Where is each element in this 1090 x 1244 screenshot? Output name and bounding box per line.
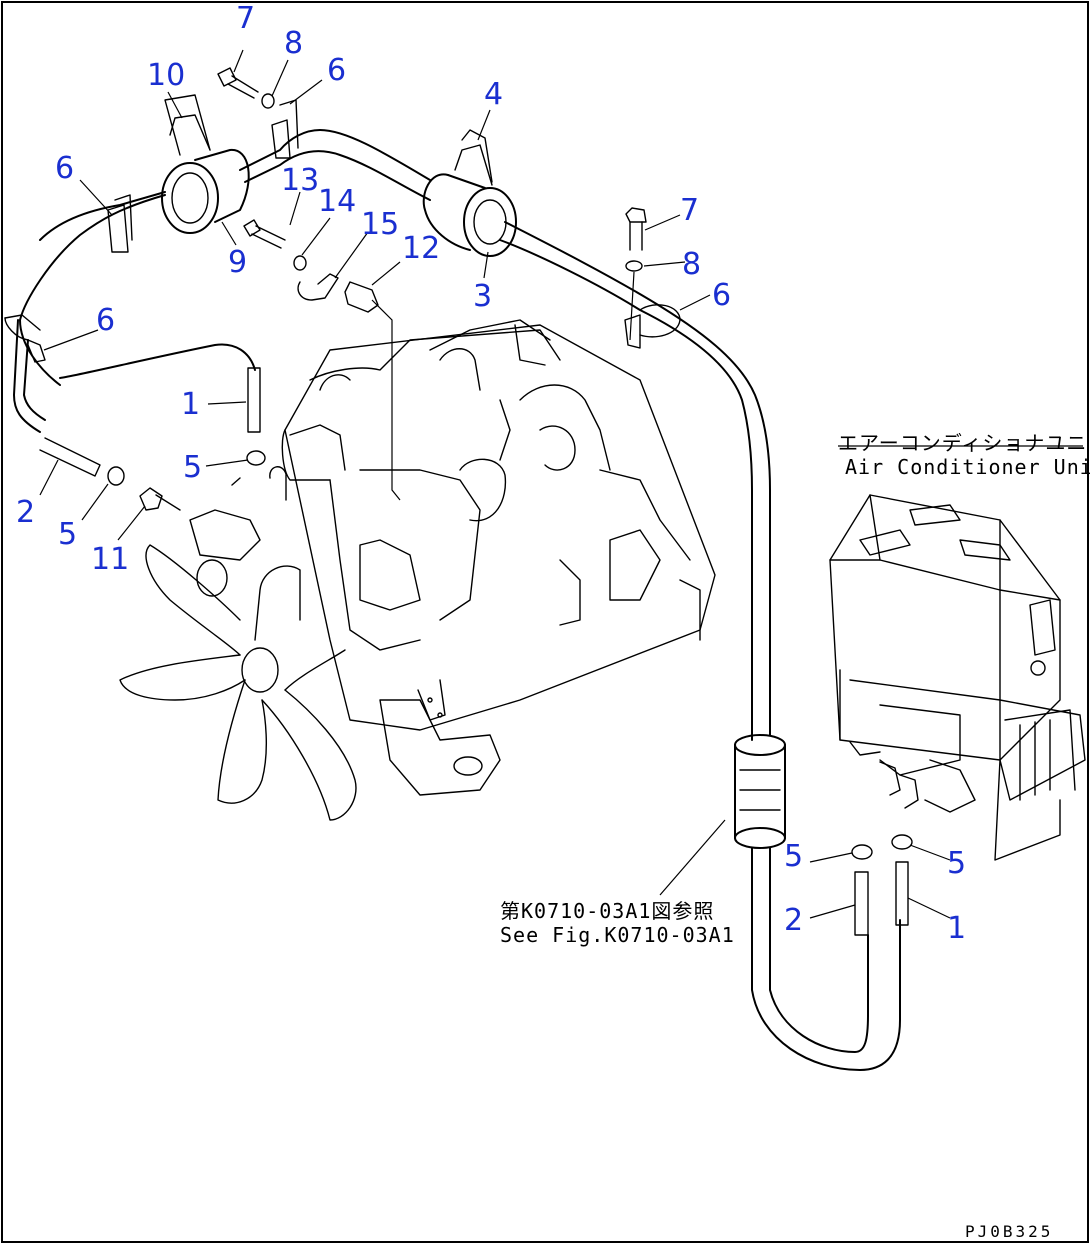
hose-clamp-5-upper (246, 450, 266, 466)
label-3: 3 (473, 279, 492, 314)
air-conditioner-unit (829, 494, 1086, 861)
label-1-lower: 1 (947, 911, 966, 946)
label-5-upper: 5 (183, 450, 202, 485)
washer-14 (293, 255, 307, 271)
label-6-right: 6 (712, 278, 731, 313)
label-10: 10 (147, 58, 185, 93)
pipe-1-lower (895, 861, 909, 926)
unit-label-jp: エアーコンディショナユニット (838, 431, 1090, 455)
label-1-upper: 1 (181, 387, 200, 422)
clamp-6-lower-left (4, 314, 46, 363)
hose-clamp-5-left (107, 466, 125, 486)
hose-clamp-5-lower-right (891, 834, 913, 850)
clamp-6-top (271, 99, 299, 159)
label-7-right: 7 (680, 193, 699, 228)
label-2-left: 2 (16, 495, 35, 530)
unit-label-en: Air Conditioner Unit (845, 455, 1090, 479)
heater-hose-left (13, 319, 46, 433)
label-15: 15 (361, 207, 399, 242)
leader-lines (39, 49, 1083, 919)
bolt-7-top (217, 67, 259, 99)
label-11: 11 (91, 542, 129, 577)
label-8-right: 8 (682, 247, 701, 282)
label-6-left: 6 (55, 151, 74, 186)
clamp-6-right (624, 304, 681, 349)
sleeve-12 (344, 281, 401, 501)
hose-clamp-5-lower-left (851, 844, 873, 860)
label-6-top: 6 (327, 53, 346, 88)
engine-block (281, 319, 716, 796)
insulator-3 (422, 129, 517, 257)
label-5-lower-left: 5 (784, 839, 803, 874)
insulator-lower (734, 734, 786, 849)
valve-11 (139, 487, 181, 511)
label-8-top: 8 (284, 26, 303, 61)
pipe-2-left (39, 437, 101, 477)
label-7-top: 7 (236, 1, 255, 36)
part-labels: 7 8 10 6 4 6 13 14 15 12 9 3 7 8 6 6 1 5… (16, 1, 966, 946)
drawing-code: PJ0B325 (965, 1222, 1053, 1241)
label-4: 4 (484, 77, 503, 112)
washer-8-top (261, 93, 275, 109)
washer-8-right (625, 260, 643, 341)
bolt-13 (243, 219, 286, 249)
bolt-7-right (625, 207, 647, 251)
label-5-left: 5 (58, 517, 77, 552)
ref-note-en: See Fig.K0710-03A1 (500, 923, 735, 947)
label-6-lower-left: 6 (96, 303, 115, 338)
insulator-9 (161, 94, 250, 234)
heater-hose-lower (751, 847, 901, 1071)
label-13: 13 (281, 163, 319, 198)
engine-fan (119, 466, 357, 821)
label-12: 12 (402, 231, 440, 266)
label-9: 9 (228, 245, 247, 280)
label-2-lower: 2 (784, 903, 803, 938)
label-14: 14 (318, 184, 356, 219)
ref-note-jp: 第K0710-03A1図参照 (500, 899, 714, 923)
clip-15 (297, 273, 339, 301)
clamp-6-left (107, 194, 133, 253)
label-5-lower-right: 5 (947, 846, 966, 881)
pipe-1-upper (247, 367, 261, 433)
pipe-2-lower (854, 871, 869, 936)
